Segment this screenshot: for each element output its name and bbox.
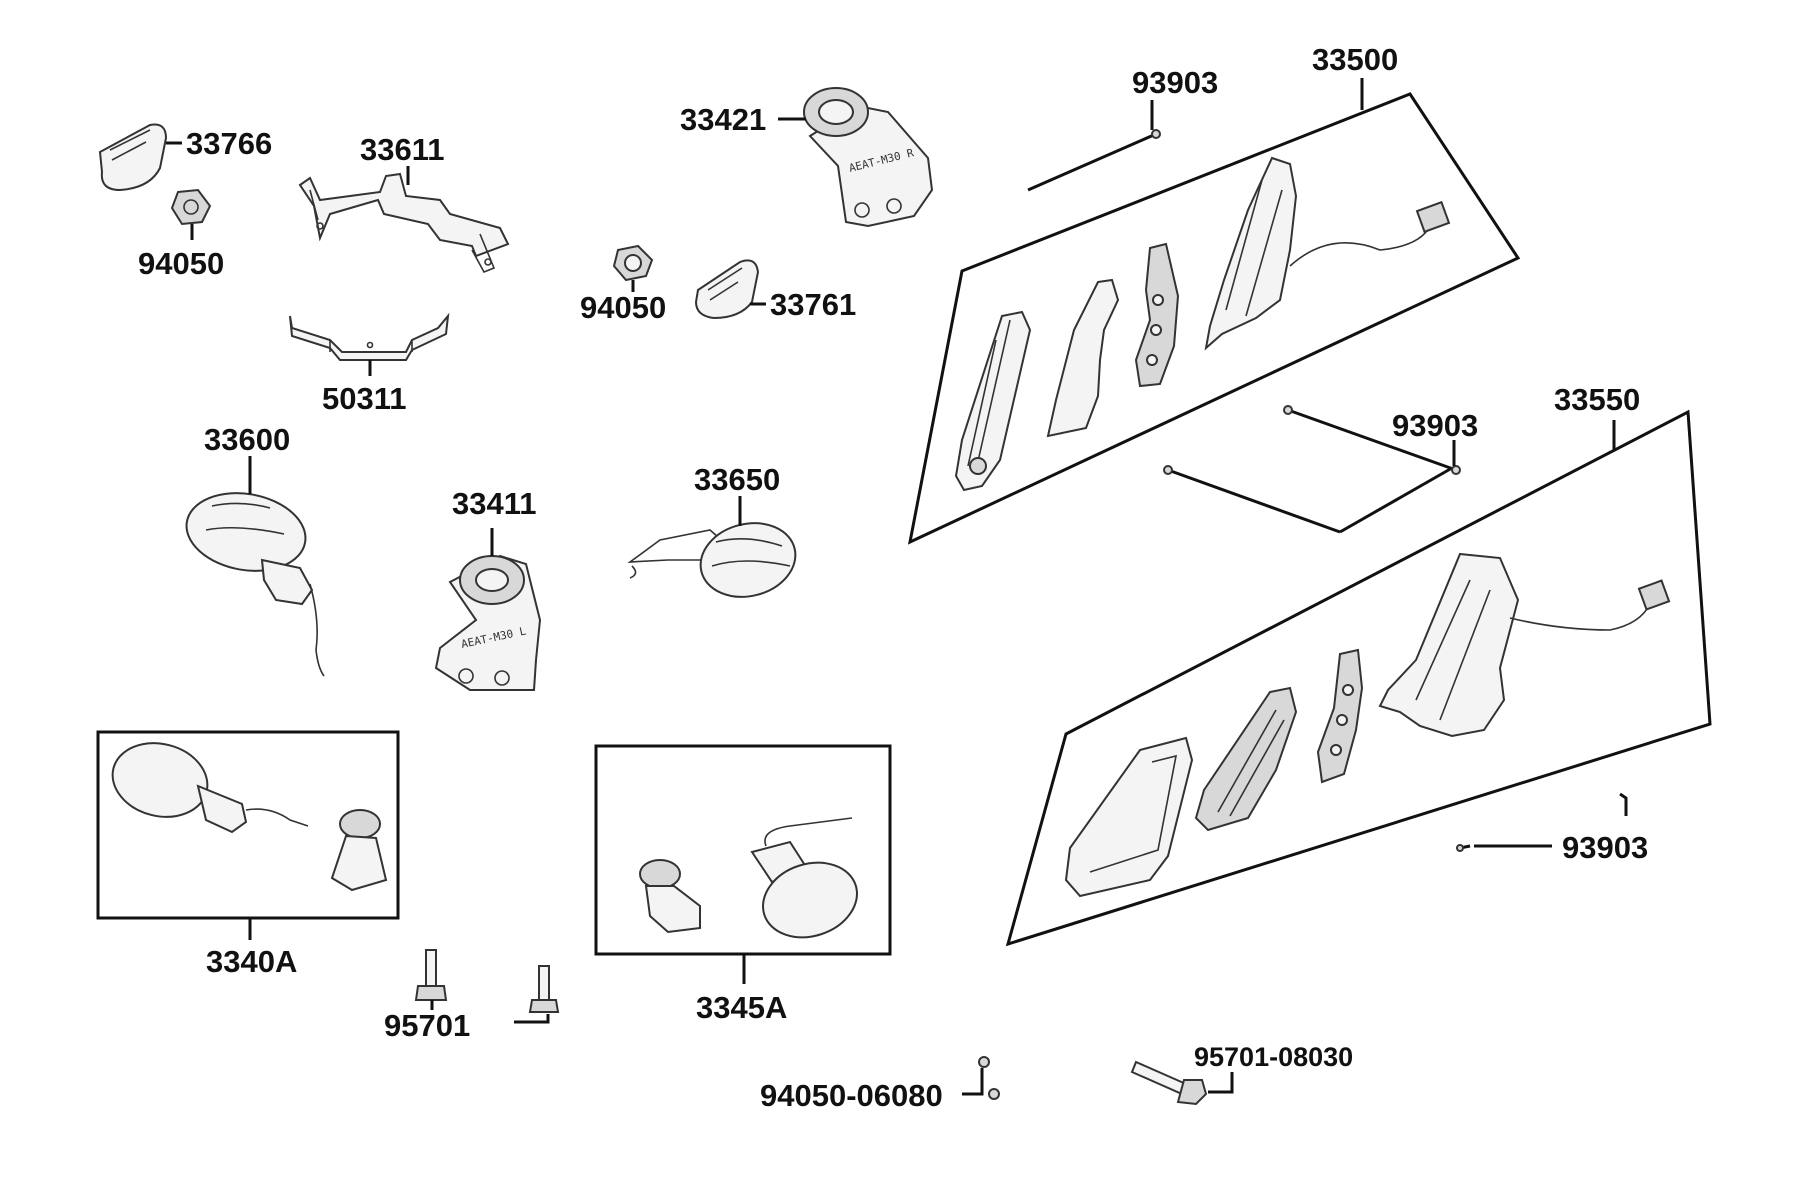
leader-94050-06080 [962, 1068, 984, 1096]
part-3345A-turn-signal[interactable] [750, 817, 867, 949]
label-94050-06080: 94050-06080 [760, 1078, 943, 1113]
part-94050-nut-b[interactable] [612, 244, 654, 282]
label-33761: 33761 [770, 287, 856, 322]
part-33761[interactable] [694, 259, 760, 320]
part-33411-bracket[interactable]: AEAT-M30 L [434, 554, 542, 691]
frame-3340A [96, 730, 400, 920]
part-94050-nut-a[interactable] [170, 188, 212, 226]
label-33411: 33411 [452, 486, 537, 521]
part-33500-bulb-board[interactable] [1134, 242, 1180, 388]
label-94050-a: 94050 [138, 246, 224, 281]
label-33611: 33611 [360, 132, 445, 167]
part-33500-reflector[interactable] [1046, 278, 1120, 438]
frame-33550 [1005, 409, 1712, 947]
part-95701-bolt-b[interactable] [528, 965, 560, 1013]
label-95701: 95701 [384, 1008, 470, 1043]
label-33766: 33766 [186, 126, 272, 161]
part-33550-reflector[interactable] [1194, 686, 1298, 832]
label-33550: 33550 [1554, 382, 1640, 417]
part-33600-turn-signal[interactable] [180, 484, 325, 677]
part-33500-lens[interactable] [954, 310, 1032, 492]
label-50311: 50311 [322, 381, 407, 416]
part-33550-housing[interactable] [1378, 552, 1671, 738]
part-93903-screw-c[interactable] [1456, 792, 1628, 852]
label-33500: 33500 [1312, 42, 1398, 77]
part-3340A-turn-signal[interactable] [105, 733, 309, 834]
label-93903-c: 93903 [1562, 830, 1648, 865]
part-33550-lens[interactable] [1064, 736, 1194, 898]
part-33500-housing[interactable] [1204, 156, 1451, 351]
part-50311-bracket[interactable] [289, 312, 450, 361]
frame-33500 [907, 92, 1521, 545]
label-33421: 33421 [680, 102, 766, 137]
label-33600: 33600 [204, 422, 290, 457]
part-33766[interactable] [98, 123, 168, 192]
part-93903-screw-b[interactable] [1163, 405, 1461, 534]
label-3345A: 3345A [696, 990, 787, 1025]
frame-3345A [594, 744, 892, 956]
leader-95701-08030 [1208, 1072, 1234, 1094]
part-95701-08030-bolt[interactable] [1130, 1060, 1208, 1106]
part-33421-bracket[interactable]: AEAT-M30 R [803, 87, 934, 228]
label-94050-b: 94050 [580, 290, 666, 325]
label-93903-a: 93903 [1132, 65, 1218, 100]
part-94050-06080-nut[interactable] [978, 1056, 1000, 1100]
part-3340A-bracket[interactable] [330, 809, 388, 892]
label-3340A: 3340A [206, 944, 297, 979]
part-93903-screw-a[interactable] [1027, 129, 1161, 192]
part-33550-bulb-board[interactable] [1316, 648, 1364, 784]
part-95701-bolt-a[interactable] [414, 949, 448, 1001]
label-95701-08030: 95701-08030 [1194, 1042, 1353, 1072]
label-93903-b: 93903 [1392, 408, 1478, 443]
part-3345A-bracket[interactable] [639, 859, 701, 934]
part-33650-turn-signal[interactable] [627, 513, 803, 606]
leader-95701-b [514, 1014, 550, 1024]
label-33650: 33650 [694, 462, 780, 497]
part-33611-bracket[interactable] [298, 172, 510, 274]
